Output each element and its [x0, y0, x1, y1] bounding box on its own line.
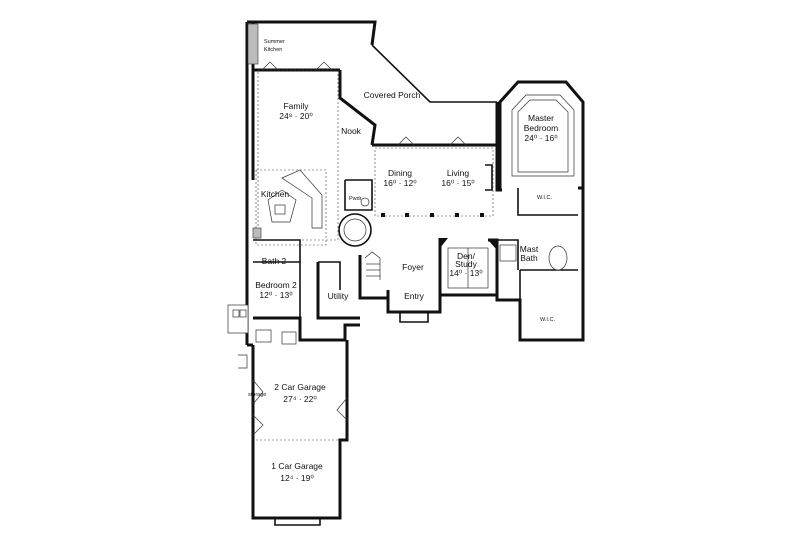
utility-label: Utility	[328, 291, 350, 301]
room-labels: Summer Kitchen Family 24⁸ · 20⁰ Covered …	[248, 39, 558, 483]
garage2-label: 2 Car Garage	[274, 382, 326, 392]
den-study-dim: 14⁰ · 13⁰	[449, 268, 483, 278]
living-dim: 16⁰ · 15⁰	[441, 178, 475, 188]
dining-dim: 16⁰ · 12⁰	[383, 178, 417, 188]
living-label: Living	[447, 168, 469, 178]
garage2-dim: 27⁴ · 22⁰	[283, 394, 317, 404]
garage1-dim: 12⁴ · 19⁰	[280, 473, 314, 483]
kitchen-label: Kitchen	[261, 189, 290, 199]
bedroom2-label: Bedroom 2	[255, 280, 297, 290]
wic-top-label: W.I.C.	[537, 195, 552, 201]
bath2-label: Bath 2	[262, 256, 287, 266]
interior-walls	[253, 69, 578, 441]
fixtures	[227, 23, 575, 526]
nook-label: Nook	[341, 126, 362, 136]
master-bedroom-label-1: Master	[528, 113, 554, 123]
summer-kitchen-label-1: Summer	[264, 39, 285, 45]
pwdr-label: Pwdr	[349, 196, 362, 202]
den-study-label-1: Den/	[457, 251, 476, 261]
garage1-label: 1 Car Garage	[271, 461, 323, 471]
summer-kitchen-label-2: Kitchen	[264, 47, 282, 53]
mast-bath-label-2: Bath	[520, 253, 538, 263]
covered-porch-label: Covered Porch	[364, 90, 421, 100]
dining-label: Dining	[388, 168, 412, 178]
den-study-label-2: Study	[455, 259, 477, 269]
family-label: Family	[283, 101, 309, 111]
family-dim: 24⁸ · 20⁰	[279, 111, 313, 121]
storage-label: storage	[248, 392, 266, 398]
wic-bottom-label: W.I.C.	[540, 317, 555, 323]
mast-bath-label-1: Mast	[520, 244, 539, 254]
master-bedroom-dim: 24⁰ · 16⁰	[524, 133, 558, 143]
bedroom2-dim: 12⁰ · 13⁰	[259, 290, 293, 300]
entry-label: Entry	[404, 291, 425, 301]
foyer-label: Foyer	[402, 262, 424, 272]
master-bedroom-label-2: Bedroom	[524, 123, 559, 133]
